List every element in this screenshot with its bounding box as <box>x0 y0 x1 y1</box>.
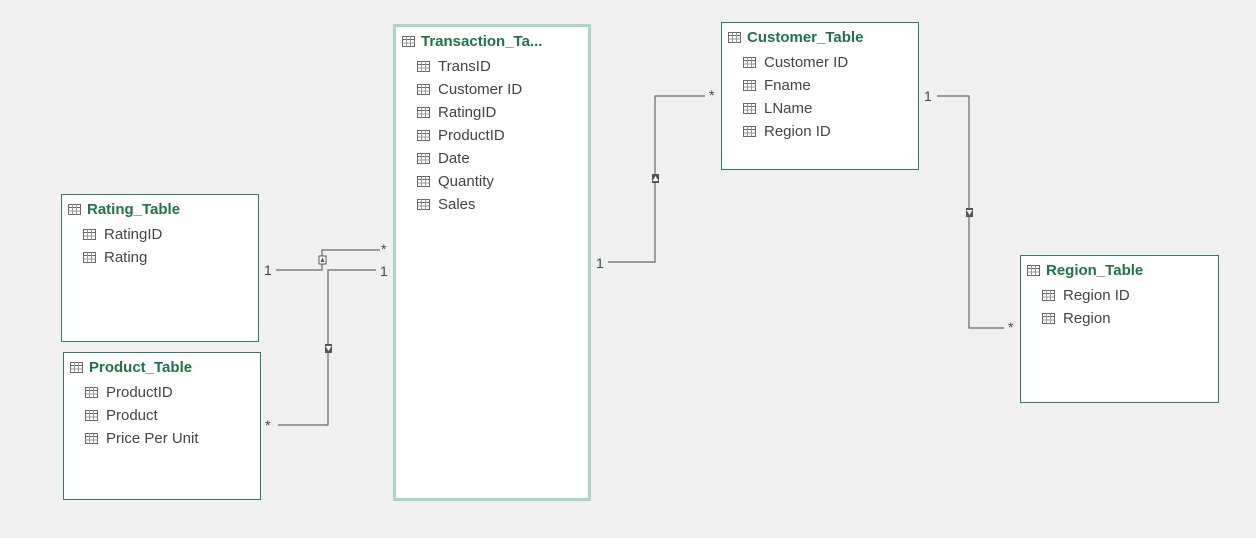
field-name: Date <box>438 150 470 167</box>
field-name: Customer ID <box>764 54 849 71</box>
table-icon <box>70 361 83 373</box>
field-item[interactable]: Fname <box>722 74 918 97</box>
field-item[interactable]: Customer ID <box>396 78 588 101</box>
table-header[interactable]: Customer_Table <box>722 26 918 48</box>
relationship-product-transaction[interactable]: * 1 <box>265 263 388 433</box>
field-list: ProductID Product Price Per Unit <box>64 381 260 450</box>
field-name: Quantity <box>438 173 494 190</box>
table-header[interactable]: Product_Table <box>64 356 260 378</box>
table-icon <box>743 57 756 68</box>
field-item[interactable]: Price Per Unit <box>64 427 260 450</box>
field-name: Product <box>106 407 158 424</box>
table-icon <box>1027 264 1040 276</box>
field-name: Sales <box>438 196 476 213</box>
table-title: Region_Table <box>1046 261 1144 279</box>
product-table-card[interactable]: Product_Table ProductID Product Price Pe… <box>63 352 261 500</box>
cardinality-label: 1 <box>380 263 388 279</box>
field-name: ProductID <box>106 384 173 401</box>
field-item[interactable]: LName <box>722 97 918 120</box>
cardinality-label: 1 <box>924 88 932 104</box>
field-list: TransID Customer ID RatingID ProductID D… <box>396 55 588 216</box>
field-item[interactable]: Product <box>64 404 260 427</box>
table-header[interactable]: Transaction_Ta... <box>396 30 588 52</box>
table-header[interactable]: Rating_Table <box>62 198 258 220</box>
region-table-card[interactable]: Region_Table Region ID Region <box>1020 255 1219 403</box>
field-name: Region ID <box>1063 287 1130 304</box>
field-list: Customer ID Fname LName Region ID <box>722 51 918 143</box>
cardinality-label: * <box>381 241 387 257</box>
field-name: Fname <box>764 77 811 94</box>
field-list: RatingID Rating <box>62 223 258 269</box>
table-icon <box>743 103 756 114</box>
field-name: ProductID <box>438 127 505 144</box>
table-icon <box>1042 313 1055 324</box>
relationship-customer-region[interactable]: 1 * <box>924 88 1014 335</box>
cardinality-label: * <box>265 417 271 433</box>
table-icon <box>417 61 430 72</box>
cardinality-label: 1 <box>596 255 604 271</box>
field-item[interactable]: ProductID <box>64 381 260 404</box>
table-icon <box>85 387 98 398</box>
field-item[interactable]: Region ID <box>722 120 918 143</box>
cardinality-label: 1 <box>264 262 272 278</box>
field-name: RatingID <box>104 226 163 243</box>
table-title: Customer_Table <box>747 28 864 46</box>
field-item[interactable]: Quantity <box>396 170 588 193</box>
table-header[interactable]: Region_Table <box>1021 259 1218 281</box>
table-icon <box>402 35 415 47</box>
table-title: Transaction_Ta... <box>421 32 543 50</box>
table-icon <box>417 84 430 95</box>
table-icon <box>83 229 96 240</box>
table-icon <box>417 199 430 210</box>
table-icon <box>743 126 756 137</box>
table-icon <box>417 176 430 187</box>
cardinality-label: * <box>709 87 715 103</box>
table-title: Rating_Table <box>87 200 181 218</box>
table-icon <box>83 252 96 263</box>
field-item[interactable]: Rating <box>62 246 258 269</box>
field-item[interactable]: ProductID <box>396 124 588 147</box>
table-title: Product_Table <box>89 358 193 376</box>
field-name: Customer ID <box>438 81 523 98</box>
field-item[interactable]: Sales <box>396 193 588 216</box>
table-icon <box>85 433 98 444</box>
field-name: Rating <box>104 249 148 266</box>
table-icon <box>417 153 430 164</box>
field-item[interactable]: Region ID <box>1021 284 1218 307</box>
field-name: Region <box>1063 310 1111 327</box>
customer-table-card[interactable]: Customer_Table Customer ID Fname LName R… <box>721 22 919 170</box>
field-item[interactable]: Customer ID <box>722 51 918 74</box>
field-name: Price Per Unit <box>106 430 199 447</box>
table-icon <box>417 130 430 141</box>
table-icon <box>85 410 98 421</box>
field-name: LName <box>764 100 813 117</box>
field-item[interactable]: Date <box>396 147 588 170</box>
cardinality-label: * <box>1008 319 1014 335</box>
field-name: TransID <box>438 58 491 75</box>
field-name: RatingID <box>438 104 497 121</box>
field-list: Region ID Region <box>1021 284 1218 330</box>
table-icon <box>728 31 741 43</box>
field-item[interactable]: Region <box>1021 307 1218 330</box>
table-icon <box>68 203 81 215</box>
field-item[interactable]: TransID <box>396 55 588 78</box>
field-item[interactable]: RatingID <box>62 223 258 246</box>
relationship-transaction-customer[interactable]: 1 * <box>596 87 715 271</box>
table-icon <box>1042 290 1055 301</box>
transaction-table-card[interactable]: Transaction_Ta... TransID Customer ID Ra… <box>393 24 591 501</box>
relationship-rating-transaction[interactable]: 1 * <box>264 241 387 278</box>
field-item[interactable]: RatingID <box>396 101 588 124</box>
rating-table-card[interactable]: Rating_Table RatingID Rating <box>61 194 259 342</box>
table-icon <box>417 107 430 118</box>
table-icon <box>743 80 756 91</box>
field-name: Region ID <box>764 123 831 140</box>
